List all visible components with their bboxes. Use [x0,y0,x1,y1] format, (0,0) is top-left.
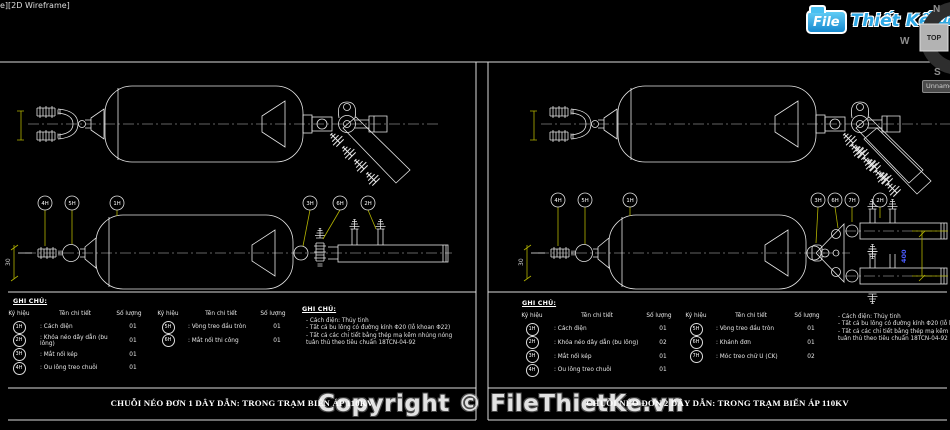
svg-text:30: 30 [518,258,525,266]
svg-text:4H: 4H [554,198,561,204]
svg-text:7H: 7H [848,198,855,204]
right-parts-table-a: Ký hiệu Tên chi tiết Số lượng 1H: Cách đ… [514,309,678,377]
viewcube[interactable]: N W S TOP [890,0,950,100]
left-table-heading: GHI CHÚ: [13,298,48,305]
balloon-4h: 4H [37,195,53,211]
svg-text:5H: 5H [581,198,588,204]
balloon-7h: 7H [844,192,860,208]
folder-icon: File [806,5,847,34]
balloon-5h: 5H [64,195,80,211]
left-bottom-string-drawing: 30 4H 5H 1H 3H 6H 2H [5,195,452,289]
left-notes: - Cách điện: Thủy tinh - Tất cả bu lông … [306,318,453,347]
balloon-4h: 4H [550,192,566,208]
balloon-1h: 1H [622,192,638,208]
right-bottom-string-drawing: 30 400 4H 5H [518,192,948,304]
balloon-6h: 6H [332,195,348,211]
viewcube-south-label[interactable]: S [934,67,941,78]
svg-text:6H: 6H [831,198,838,204]
svg-text:3H: 3H [306,201,313,207]
left-sheet-title: CHUỖI NÉO ĐƠN 1 DÂY DẪN: TRONG TRẠM BIẾN… [110,398,374,408]
viewcube-top-face-label[interactable]: TOP [927,35,942,42]
svg-text:5H: 5H [68,201,75,207]
balloon-5h: 5H [577,192,593,208]
table-row: 2H: Khóa néo dây dẫn (bu lông)01 [2,334,148,348]
balloon-2h: 2H [872,192,888,208]
balloon-3h: 3H [810,192,826,208]
viewcube-west-label[interactable]: W [900,36,910,47]
right-sheet-title: CHUỖI NÉO ĐƠN 2 DÂY DẪN: TRONG TRẠM BIẾN… [586,398,849,408]
table-header: Ký hiệu Tên chi tiết Số lượng [521,312,672,319]
right-table-heading: GHI CHÚ: [522,300,557,307]
table-header: Ký hiệu Tên chi tiết Số lượng [8,310,142,317]
svg-text:400: 400 [900,249,908,263]
table-row: 2H: Khóa néo dây dẫn (bu lông)02 [514,336,678,350]
balloon-3h: 3H [302,195,318,211]
sheet-borders [0,61,950,421]
svg-text:6H: 6H [336,201,343,207]
left-parts-table-b: Ký hiệu Tên chi tiết Số lượng 5H: Vòng t… [152,307,292,348]
svg-text:2H: 2H [364,201,371,207]
svg-text:3H: 3H [814,198,821,204]
left-top-string-drawing [17,86,440,187]
watermark: Copyright © FileThietKe.vn [318,391,684,417]
logo-text: Thiết Kế [850,11,931,31]
ucs-selector[interactable]: Unnamed [922,80,950,93]
right-notes: - Cách điện: Thủy tinh - Tất cả bu lông … [838,314,950,343]
svg-text:1H: 1H [626,198,633,204]
balloon-2h: 2H [360,195,376,211]
svg-text:2H: 2H [876,198,883,204]
viewport-controls-label[interactable]: e][2D Wireframe] [0,1,70,10]
svg-text:4H: 4H [41,201,48,207]
right-parts-table-b: Ký hiệu Tên chi tiết Số lượng 5H: Vòng t… [680,309,828,364]
table-row: 7H: Móc treo chữ U (CK)02 [680,350,828,364]
balloon-6h: 6H [827,192,843,208]
table-header: Ký hiệu Tên chi tiết Số lượng [157,310,286,317]
viewcube-top-face[interactable] [919,23,949,52]
balloon-1h: 1H [109,195,125,211]
left-parts-table-a: Ký hiệu Tên chi tiết Số lượng 1H: Cách đ… [2,307,148,375]
svg-text:30: 30 [5,258,12,266]
viewcube-north-label[interactable]: N [933,4,940,15]
table-header: Ký hiệu Tên chi tiết Số lượng [685,312,820,319]
right-top-string-drawing [530,86,950,198]
svg-text:1H: 1H [113,201,120,207]
left-notes-heading: GHI CHÚ: [302,306,337,313]
